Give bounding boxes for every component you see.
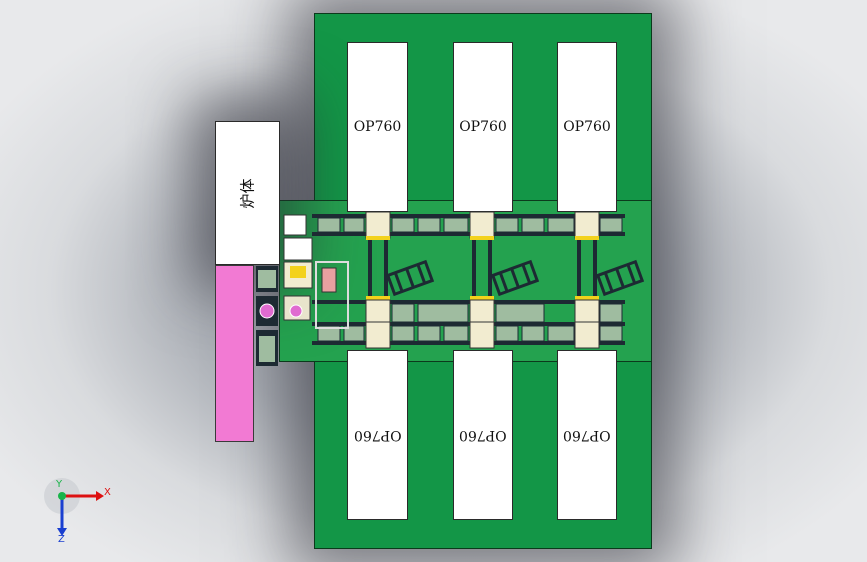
machine-top-2-label: OP760 [459,119,507,135]
machine-bottom-3: OP760 [557,350,617,520]
axis-triad [44,478,104,536]
pink-zone [215,265,254,442]
furnace: 炉体 [215,121,280,265]
machine-bottom-1: OP760 [347,350,408,520]
loading-area [256,214,349,366]
machine-top-2: OP760 [453,42,513,212]
lower-rail [312,300,625,345]
machine-top-3: OP760 [557,42,617,212]
machine-top-1-label: OP760 [353,119,402,135]
axis-y-label: Y [56,479,63,490]
transfer-stations [365,211,600,349]
axis-z-label: Z [58,534,65,545]
upper-rail [312,214,625,236]
machine-bottom-2: OP760 [453,350,513,520]
machine-top-3-label: OP760 [563,119,611,135]
robot-arms [385,259,645,297]
axis-x-label: X [104,487,111,498]
machine-top-1: OP760 [347,42,408,212]
